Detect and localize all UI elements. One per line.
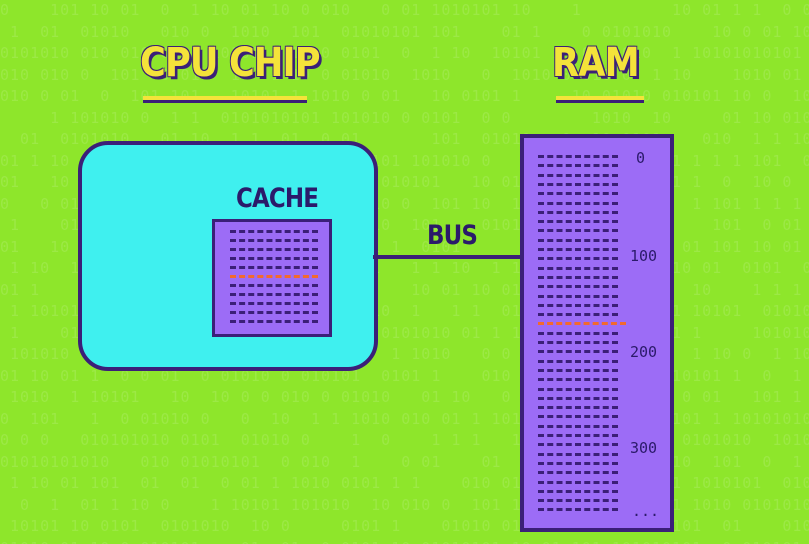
ram-row	[538, 257, 618, 261]
cache-row	[230, 302, 318, 305]
ram-row	[538, 387, 618, 391]
ram-row	[538, 471, 618, 475]
ram-row	[538, 434, 618, 437]
ram-row	[538, 424, 618, 428]
ram-row	[538, 359, 618, 363]
ram-block: 0 100 200 300 ...	[520, 134, 674, 532]
ram-address-0: 0	[636, 149, 646, 167]
cpu-chip-title: CPU CHIP	[140, 40, 320, 86]
ram-address-200: 200	[630, 343, 658, 361]
cache-row	[230, 320, 318, 323]
ram-row	[538, 285, 618, 289]
cache-label: CACHE	[236, 183, 319, 214]
cache-row	[230, 275, 318, 278]
ram-row	[538, 303, 618, 307]
ram-row	[538, 461, 618, 465]
ram-row	[538, 248, 618, 251]
cpu-title-underline	[143, 96, 307, 103]
ram-row	[538, 499, 618, 503]
ram-row	[538, 266, 618, 270]
ram-row	[538, 182, 618, 186]
ram-address-100: 100	[630, 247, 658, 265]
ram-row	[538, 378, 618, 382]
cache-row	[230, 293, 318, 296]
ram-row	[538, 489, 618, 493]
bus-label: BUS	[427, 220, 478, 251]
ram-row	[538, 313, 618, 317]
ram-title-underline	[556, 96, 644, 103]
cache-row	[230, 230, 318, 233]
ram-row	[538, 155, 618, 158]
ram-row	[538, 210, 618, 214]
ram-row	[538, 443, 618, 447]
ram-row	[538, 275, 618, 279]
ram-row	[538, 322, 626, 326]
bus-line	[373, 255, 525, 259]
ram-row	[538, 220, 618, 224]
ram-row	[538, 480, 618, 484]
ram-row	[538, 508, 618, 512]
ram-row	[538, 294, 618, 298]
ram-row	[538, 341, 618, 344]
ram-address-ellipsis: ...	[632, 502, 660, 520]
ram-row	[538, 331, 618, 335]
ram-row	[538, 238, 618, 242]
cache-row	[230, 311, 318, 314]
ram-row	[538, 173, 618, 177]
ram-row	[538, 368, 618, 372]
ram-row	[538, 229, 618, 233]
ram-row	[538, 415, 618, 419]
cache-row	[230, 257, 318, 260]
ram-row	[538, 164, 618, 168]
ram-title: RAM	[552, 40, 640, 86]
ram-row	[538, 201, 618, 205]
cache-row	[230, 284, 318, 287]
cache-row	[230, 239, 318, 242]
ram-row	[538, 350, 618, 354]
ram-row	[538, 452, 618, 456]
cache-row	[230, 266, 318, 269]
ram-row	[538, 396, 618, 400]
ram-address-300: 300	[630, 439, 658, 457]
cache-row	[230, 248, 318, 251]
cache-block	[212, 219, 332, 337]
ram-row	[538, 192, 618, 196]
ram-row	[538, 406, 618, 410]
